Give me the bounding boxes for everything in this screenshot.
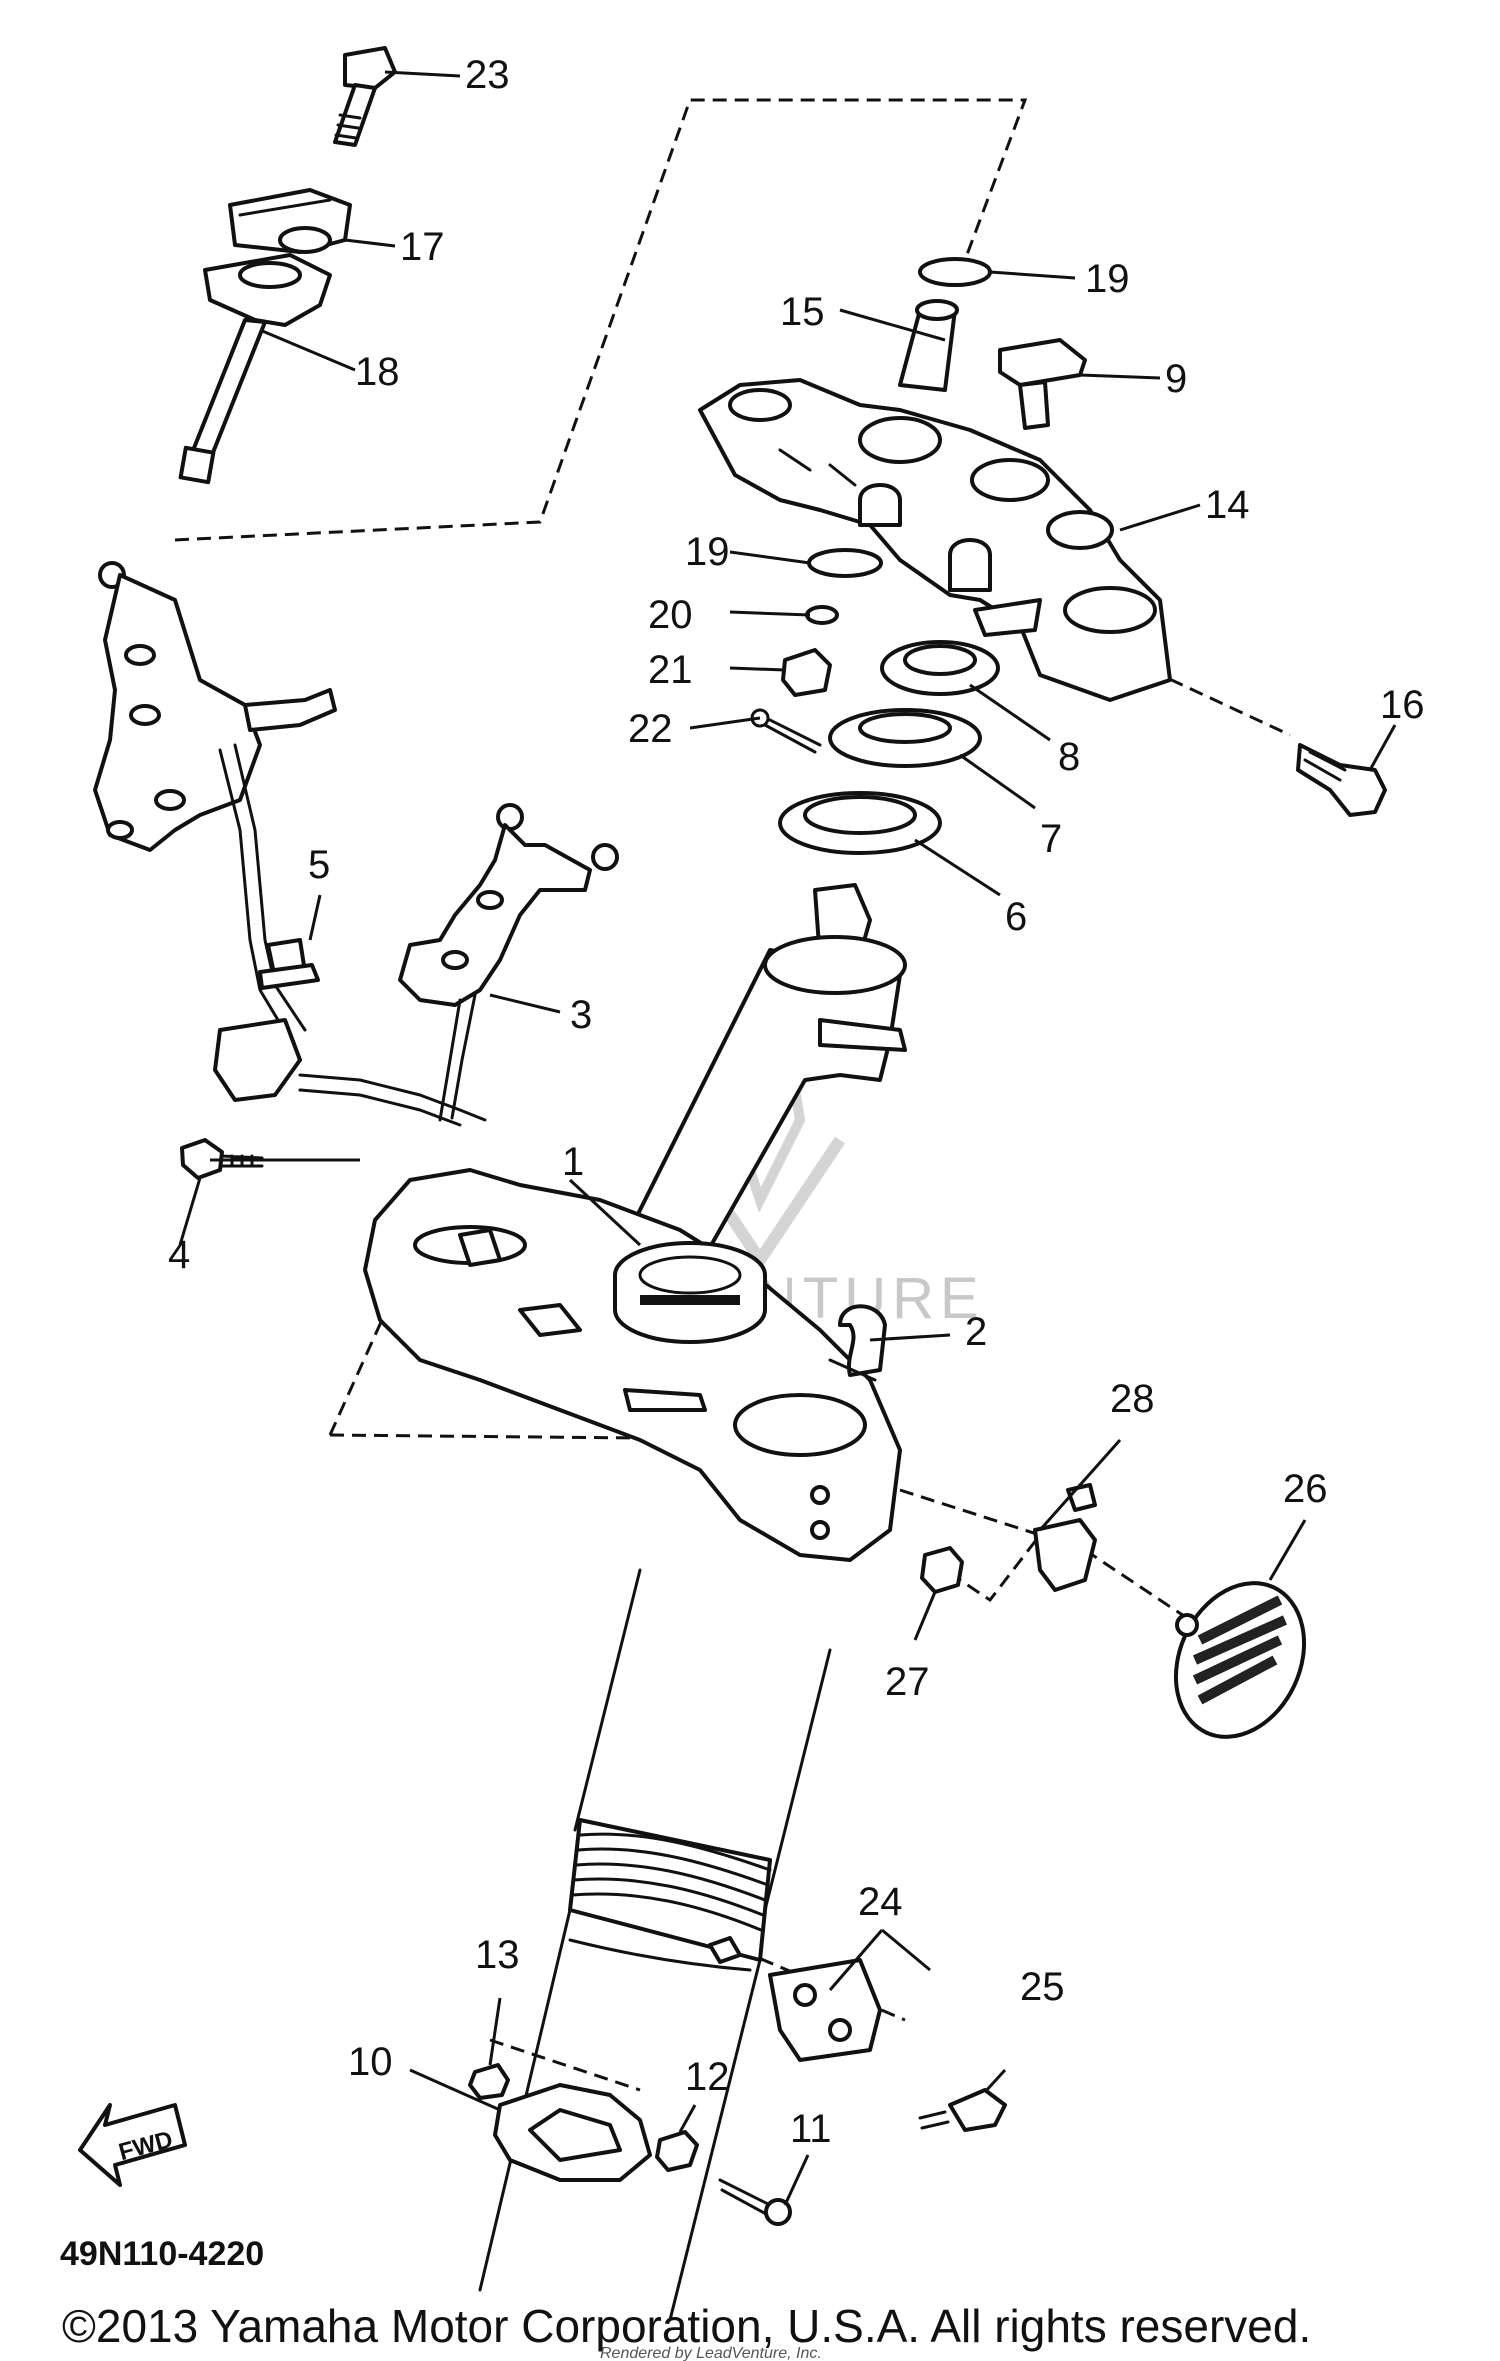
callout-19-lower: 19 [685, 530, 730, 574]
callout-27: 27 [885, 1660, 930, 1704]
dashed-line-13 [489, 2038, 641, 2092]
reflector-bracket-28-icon [1033, 1483, 1097, 1592]
washer-20-icon [805, 605, 839, 625]
callout-26: 26 [1283, 1467, 1328, 1511]
nut-27-icon [920, 1546, 964, 1594]
callout-9: 9 [1165, 357, 1187, 401]
callouts: 23 17 18 19 15 9 14 19 20 21 22 8 7 6 16… [168, 53, 1425, 2151]
callout-17: 17 [400, 225, 445, 269]
callout-24: 24 [858, 1880, 903, 1924]
grommet-5-icon [258, 938, 320, 990]
bolt-4-icon [180, 1138, 264, 1180]
leader-lines [178, 70, 1397, 2206]
bolt-9-icon [998, 338, 1087, 430]
callout-5: 5 [308, 843, 330, 887]
callout-22: 22 [628, 707, 673, 751]
callout-25: 25 [1020, 1965, 1065, 2009]
washer-19-lower-icon [807, 548, 883, 578]
under-bracket-steering-stem-icon [363, 883, 907, 1562]
ring-nut-8-icon [880, 640, 1000, 696]
callout-16: 16 [1380, 683, 1425, 727]
bearing-cover-7-icon [828, 708, 982, 768]
callout-15: 15 [780, 290, 825, 334]
callout-19-upper: 19 [1085, 257, 1130, 301]
dashed-line-16 [1149, 668, 1291, 737]
callout-28: 28 [1110, 1377, 1155, 1421]
washer-19-upper-icon [918, 257, 992, 287]
nut-13-icon [468, 2063, 510, 2100]
bracket-3-icon [398, 803, 619, 1122]
callout-6: 6 [1005, 895, 1027, 939]
clamp-2-icon [828, 1304, 887, 1382]
callout-8: 8 [1058, 735, 1080, 779]
callout-2: 2 [965, 1310, 987, 1354]
collar-15-icon [898, 299, 959, 392]
callout-7: 7 [1040, 817, 1062, 861]
copyright-text: ©2013 Yamaha Motor Corporation, U.S.A. A… [62, 2300, 1311, 2352]
callout-3: 3 [570, 993, 592, 1037]
bearing-6-icon [778, 791, 942, 855]
diagram-code: 49N110-4220 [60, 2235, 264, 2273]
callout-4: 4 [168, 1233, 190, 1277]
cable-guide-24-icon [708, 1936, 882, 2062]
callout-10: 10 [348, 2040, 393, 2084]
upper-bracket-14-icon [698, 378, 1172, 702]
dashed-line-26 [1084, 1548, 1191, 1622]
bolt-25-icon [918, 2088, 1007, 2132]
bearing-1-icon [613, 1241, 767, 1344]
callout-18: 18 [355, 350, 400, 394]
dashed-line-27-28 [899, 1488, 1043, 1603]
dashed-box-top [174, 98, 1028, 542]
callout-12: 12 [685, 2055, 730, 2099]
callout-21: 21 [648, 648, 693, 692]
nut-12-icon [655, 2130, 699, 2172]
screw-11-icon [718, 2178, 792, 2226]
bolt-16-icon [1296, 743, 1387, 817]
bolt-23-icon [333, 46, 397, 147]
reflector-26-icon [1173, 1581, 1307, 1739]
callout-1: 1 [562, 1140, 584, 1184]
cotter-pin-22-icon [750, 708, 822, 754]
handlebar-upper-holder-17-icon [228, 188, 352, 254]
callout-23: 23 [465, 53, 510, 97]
handlebar-lower-holder-18-icon [178, 253, 332, 485]
rendered-by-text: Rendered by LeadVenture, Inc. [600, 2345, 822, 2361]
callout-14: 14 [1205, 483, 1250, 527]
nut-21-icon [781, 648, 832, 697]
callout-20: 20 [648, 593, 693, 637]
cable-guide-10-icon [493, 2083, 652, 2182]
fwd-arrow-icon: FWD [78, 2103, 187, 2187]
callout-13: 13 [475, 1933, 520, 1977]
callout-11: 11 [790, 2107, 832, 2151]
headlight-stay-icon [93, 561, 487, 1127]
